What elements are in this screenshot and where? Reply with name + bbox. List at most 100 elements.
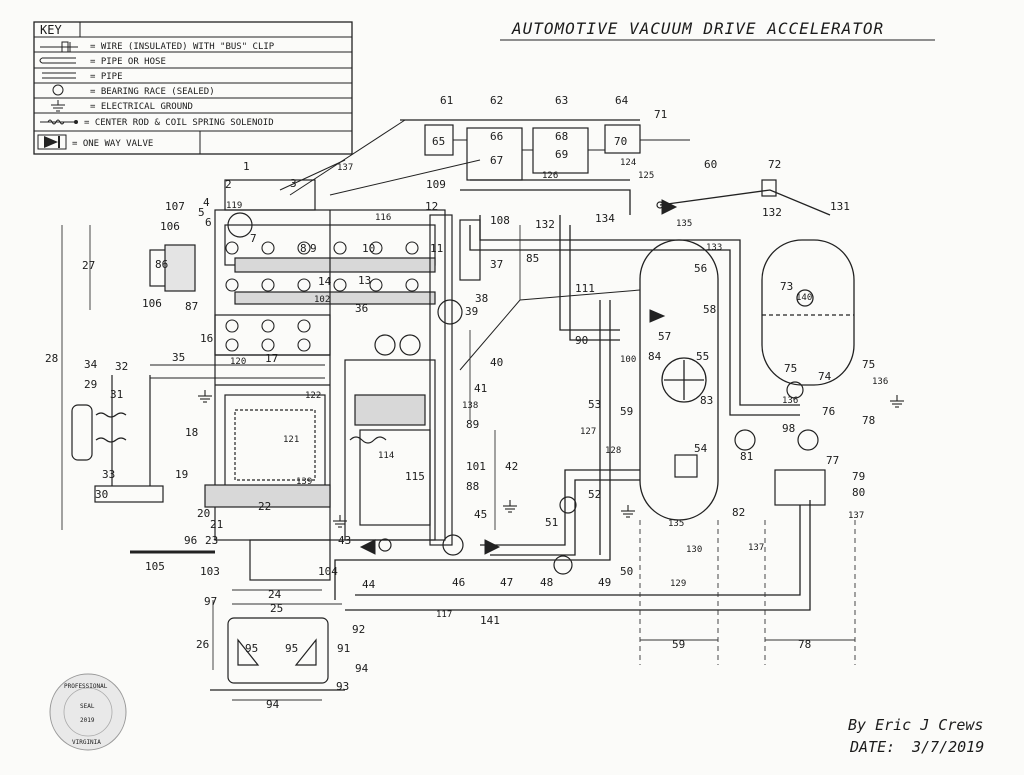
part-labels: 1 2 3 4 5 6 7 8 9 10 11 12 13 14 16 17 1…: [45, 94, 888, 711]
legend-wire-text: = WIRE (INSULATED) WITH "BUS" CLIP: [90, 42, 275, 52]
label-7: 7: [250, 232, 257, 245]
label-91: 91: [337, 642, 350, 655]
motor-block: [130, 179, 331, 581]
label-131: 131: [830, 200, 850, 213]
label-38: 38: [475, 292, 488, 305]
label-94b: 94: [266, 698, 280, 711]
legend-pipe-text: = PIPE: [90, 72, 123, 82]
label-114: 114: [378, 451, 394, 461]
label-106: 106: [142, 297, 162, 310]
pipe-network: [334, 179, 831, 611]
seal-ring-bottom: VIRGINIA: [72, 739, 101, 746]
gearbox-assembly: [214, 209, 446, 541]
label-39: 39: [465, 305, 478, 318]
label-40: 40: [490, 356, 503, 369]
label-50: 50: [620, 565, 633, 578]
label-115: 115: [405, 470, 425, 483]
label-58: 58: [703, 303, 716, 316]
label-127: 127: [580, 427, 596, 437]
label-130: 130: [686, 545, 702, 555]
ground-icons: [198, 390, 904, 528]
label-42: 42: [505, 460, 518, 473]
one-way-valve-icon: [37, 134, 67, 150]
label-95b: 95: [285, 642, 298, 655]
label-109: 109: [426, 178, 446, 191]
label-141: 141: [480, 614, 500, 627]
label-126: 126: [542, 171, 558, 181]
bearing-race-icon: [52, 84, 64, 96]
label-122: 122: [305, 391, 321, 401]
label-104: 104: [318, 565, 338, 578]
label-108: 108: [490, 214, 510, 227]
label-1: 1: [243, 160, 250, 173]
label-103: 103: [200, 565, 220, 578]
label-106b: 106: [160, 220, 180, 233]
solenoid-icon: [40, 119, 78, 125]
label-28: 28: [45, 352, 58, 365]
pipe-hose-icon: [39, 57, 76, 64]
label-84: 84: [648, 350, 662, 363]
label-53: 53: [588, 398, 601, 411]
label-111: 111: [575, 282, 595, 295]
label-76: 76: [822, 405, 835, 418]
pipe-icon: [42, 72, 76, 79]
label-78b: 78: [798, 638, 811, 651]
legend-bearing-text: = BEARING RACE (SEALED): [90, 87, 215, 97]
label-31: 31: [110, 388, 123, 401]
label-137c: 137: [748, 543, 764, 553]
label-6: 6: [205, 216, 212, 229]
dim-59: 59: [672, 638, 685, 651]
label-9: 9: [310, 242, 317, 255]
bearing-races-top: [225, 241, 419, 352]
label-71: 71: [654, 108, 667, 121]
label-67: 67: [490, 154, 503, 167]
label-51: 51: [545, 516, 558, 529]
label-62: 62: [490, 94, 503, 107]
label-22: 22: [258, 500, 271, 513]
label-82: 82: [732, 506, 745, 519]
label-117: 117: [436, 610, 452, 620]
coil-battery: [71, 375, 164, 503]
label-17: 17: [265, 352, 278, 365]
label-48: 48: [540, 576, 553, 589]
label-52: 52: [588, 488, 601, 501]
signature-block: By Eric J Crews DATE: 3/7/2019: [848, 716, 984, 756]
label-79: 79: [852, 470, 865, 483]
label-24: 24: [268, 588, 282, 601]
label-66: 66: [490, 130, 503, 143]
label-54: 54: [694, 442, 708, 455]
legend-box: KEY = WIRE (INSULATED) WITH "BUS" CLIP =…: [33, 21, 353, 155]
label-45: 45: [474, 508, 487, 521]
label-139: 139: [296, 477, 312, 487]
label-4: 4: [203, 196, 210, 209]
drive-housing: [210, 617, 345, 691]
label-10: 10: [362, 242, 375, 255]
label-85: 85: [526, 252, 539, 265]
label-81: 81: [740, 450, 753, 463]
label-116: 116: [375, 213, 391, 223]
wire-clip-icon: [40, 41, 78, 53]
label-55: 55: [696, 350, 709, 363]
label-23: 23: [205, 534, 218, 547]
label-133: 133: [706, 243, 722, 253]
vacuum-tank-left: [639, 239, 719, 521]
label-36: 36: [355, 302, 368, 315]
legend-ground-text: = ELECTRICAL GROUND: [90, 102, 193, 112]
vacuum-tank-right: [761, 239, 855, 386]
label-27: 27: [82, 259, 95, 272]
dimension-labels: 59: [672, 638, 685, 651]
label-18: 18: [185, 426, 198, 439]
label-136: 136: [872, 377, 888, 387]
label-59: 59: [620, 405, 633, 418]
label-100: 100: [620, 355, 636, 365]
label-125: 125: [638, 171, 654, 181]
label-46: 46: [452, 576, 465, 589]
label-26: 26: [196, 638, 209, 651]
signature-date: 3/7/2019: [911, 738, 984, 756]
transmission-column: [344, 214, 481, 546]
label-134: 134: [595, 212, 615, 225]
label-70: 70: [614, 135, 627, 148]
label-61: 61: [440, 94, 453, 107]
one-way-valves: [359, 199, 678, 555]
label-68: 68: [555, 130, 568, 143]
